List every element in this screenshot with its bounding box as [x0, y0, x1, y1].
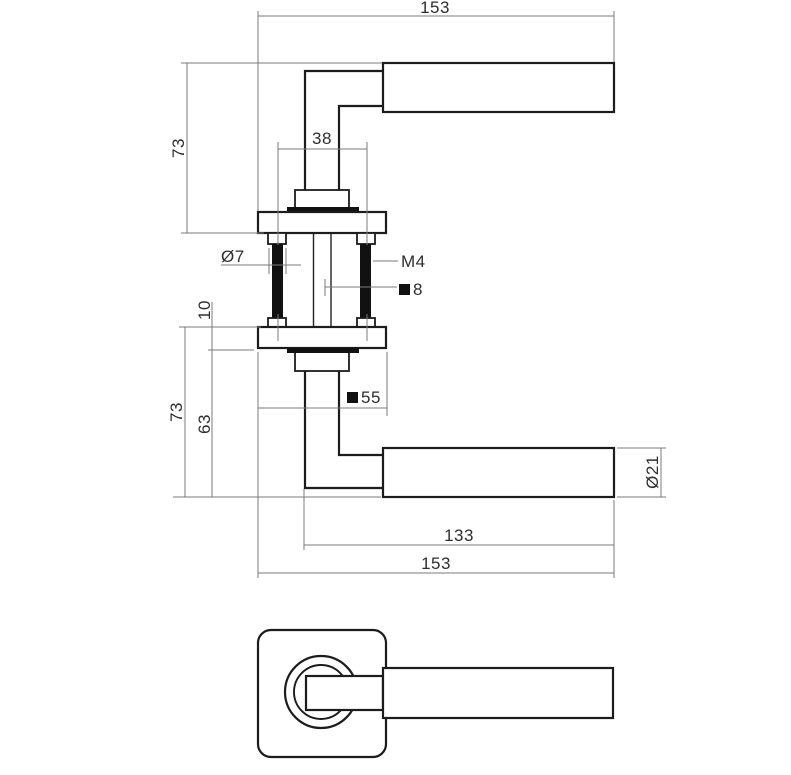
dimensions: 153 73 38 Ø7 M4 [167, 0, 666, 578]
upper-neck-inner-edge [337, 104, 383, 190]
side-view-drawing [256, 61, 616, 499]
dim-label-upper-height: 73 [169, 138, 188, 158]
dim-label-rosette-to-grip: 63 [195, 414, 214, 434]
dim-label-screw-spacing: 38 [312, 129, 332, 148]
lower-neck-inner-edge [337, 371, 383, 457]
front-view-drawing [256, 628, 615, 759]
dim-rosette-width: 55 [258, 352, 388, 416]
dim-label-total-length: 153 [421, 554, 451, 573]
dim-label-lever-length: 133 [444, 526, 474, 545]
lower-cover-strip [287, 348, 359, 353]
dim-top-width: 153 [257, 0, 615, 211]
dim-thread-size: M4 [373, 252, 426, 271]
dim-left-group: 10 73 63 [167, 300, 381, 498]
upper-cover-strip [287, 207, 359, 213]
dim-label-screw-head-dia: Ø7 [221, 247, 245, 266]
right-screw-rod [360, 244, 371, 318]
square-section-icon [399, 284, 410, 295]
dim-total-length: 153 [257, 352, 615, 578]
dim-label-rosette-width: 55 [361, 388, 381, 407]
lower-collar [294, 351, 350, 372]
dim-spindle-size: 8 [324, 279, 423, 299]
square-section-icon [347, 392, 358, 403]
right-screw-top-nut [356, 232, 376, 245]
lower-grip [381, 446, 616, 499]
lower-neck-outer-edge [303, 371, 383, 490]
upper-rosette [256, 210, 388, 235]
dim-label-thread-size: M4 [401, 252, 426, 271]
dim-label-grip-dia: Ø21 [643, 455, 662, 489]
dim-upper-height: 73 [169, 62, 382, 234]
left-screw-rod [272, 244, 283, 318]
dim-screw-spacing: 38 [277, 129, 368, 341]
left-screw-top-nut [267, 232, 287, 245]
upper-collar [294, 189, 350, 210]
upper-grip [381, 61, 616, 114]
dim-label-top-width: 153 [420, 0, 450, 17]
dim-label-rosette-thickness: 10 [195, 300, 214, 320]
dim-screw-head-dia: Ø7 [221, 247, 301, 274]
dim-label-spindle-size: 8 [413, 280, 423, 299]
upper-neck-outer-edge [303, 69, 383, 190]
dim-grip-dia: Ø21 [617, 447, 666, 498]
front-neck [304, 674, 385, 712]
dim-label-lower-height: 73 [167, 402, 186, 422]
front-grip [381, 666, 615, 720]
dim-lever-length: 133 [303, 489, 614, 550]
